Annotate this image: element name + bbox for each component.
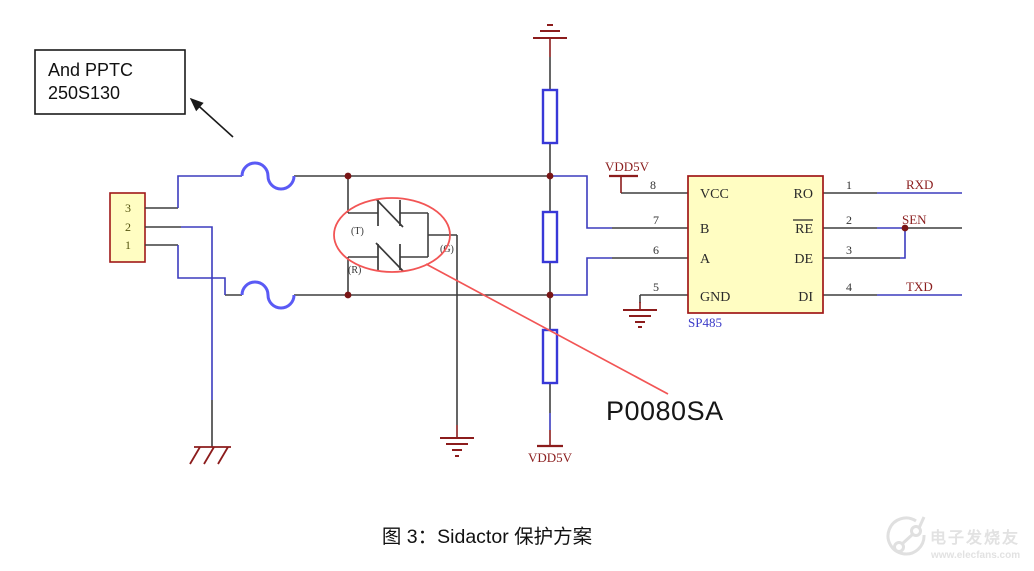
pin-num-7: 7 <box>653 213 659 227</box>
ic-pin-name-ro: RO <box>794 187 813 202</box>
callout-arrow <box>189 97 234 138</box>
connector-pin-3: 3 <box>125 201 131 215</box>
fuse-bottom <box>240 280 296 310</box>
vdd5v-symbol-top: VDD5V <box>605 159 650 193</box>
ic-pin-name-de: DE <box>794 252 813 267</box>
wires-blue <box>177 175 962 430</box>
connector-pin-1: 1 <box>125 238 131 252</box>
net-label-rxd: RXD <box>906 177 933 192</box>
sidactor-terminal-g: (G) <box>440 244 454 255</box>
sidactor-symbol <box>375 198 404 272</box>
ic-sp485: VCC B A GND RO RE DE DI SP485 <box>687 175 824 330</box>
pin-num-4: 4 <box>846 280 852 294</box>
resistor-middle <box>541 210 559 264</box>
ic-part-label: SP485 <box>688 315 722 330</box>
sidactor-terminal-r: (R) <box>348 265 361 276</box>
watermark: 电子发烧友 www.elecfans.com <box>886 516 1020 561</box>
pin-num-8: 8 <box>650 178 656 192</box>
resistor-top <box>541 88 559 145</box>
watermark-logo-icon <box>886 516 926 556</box>
pointer-line <box>425 263 669 395</box>
pin-num-3: 3 <box>846 243 852 257</box>
vdd5v-symbol-bottom: VDD5V <box>528 430 573 465</box>
net-label-txd: TXD <box>906 279 933 294</box>
connector: 3 2 1 <box>109 192 146 263</box>
resistor-bottom <box>541 328 559 385</box>
vdd5v-label-bottom: VDD5V <box>528 450 573 465</box>
pin-num-1: 1 <box>846 178 852 192</box>
junction-dots <box>344 172 909 299</box>
ic-pin-name-vcc: VCC <box>700 187 729 202</box>
pin-num-6: 6 <box>653 243 659 257</box>
callout-line1: And PPTC <box>48 60 133 80</box>
callout-box: And PPTC 250S130 <box>34 49 234 138</box>
watermark-url: www.elecfans.com <box>930 550 1020 561</box>
earth-ground-sidactor <box>440 425 474 457</box>
ic-pin-name-b: B <box>700 222 709 237</box>
figure-caption: 图 3：Sidactor 保护方案 <box>382 526 592 548</box>
chassis-ground-left <box>189 446 231 465</box>
pin-num-2: 2 <box>846 213 852 227</box>
pin-num-5: 5 <box>653 280 659 294</box>
net-labels: RXD SEN TXD <box>902 177 933 294</box>
watermark-brand: 电子发烧友 <box>930 528 1020 547</box>
ic-pin-name-di: DI <box>798 290 813 305</box>
connector-pin-2: 2 <box>125 220 131 234</box>
highlight-ellipse <box>333 197 451 273</box>
net-label-sen: SEN <box>902 212 927 227</box>
fuse-top <box>240 161 296 191</box>
vdd5v-label-top: VDD5V <box>605 159 650 174</box>
ic-pin-name-a: A <box>700 252 711 267</box>
earth-ground-top <box>533 24 567 57</box>
callout-line2: 250S130 <box>48 83 120 103</box>
earth-ground-chip <box>623 302 657 328</box>
sidactor-terminal-t: (T) <box>351 226 364 237</box>
ic-pin-name-re: RE <box>795 222 813 237</box>
sidactor-part-label: P0080SA <box>606 396 724 426</box>
ic-pin-name-gnd: GND <box>700 290 730 305</box>
wires-black <box>145 57 962 447</box>
ic-pin-numbers: 8 7 6 5 1 2 3 4 <box>650 178 852 294</box>
